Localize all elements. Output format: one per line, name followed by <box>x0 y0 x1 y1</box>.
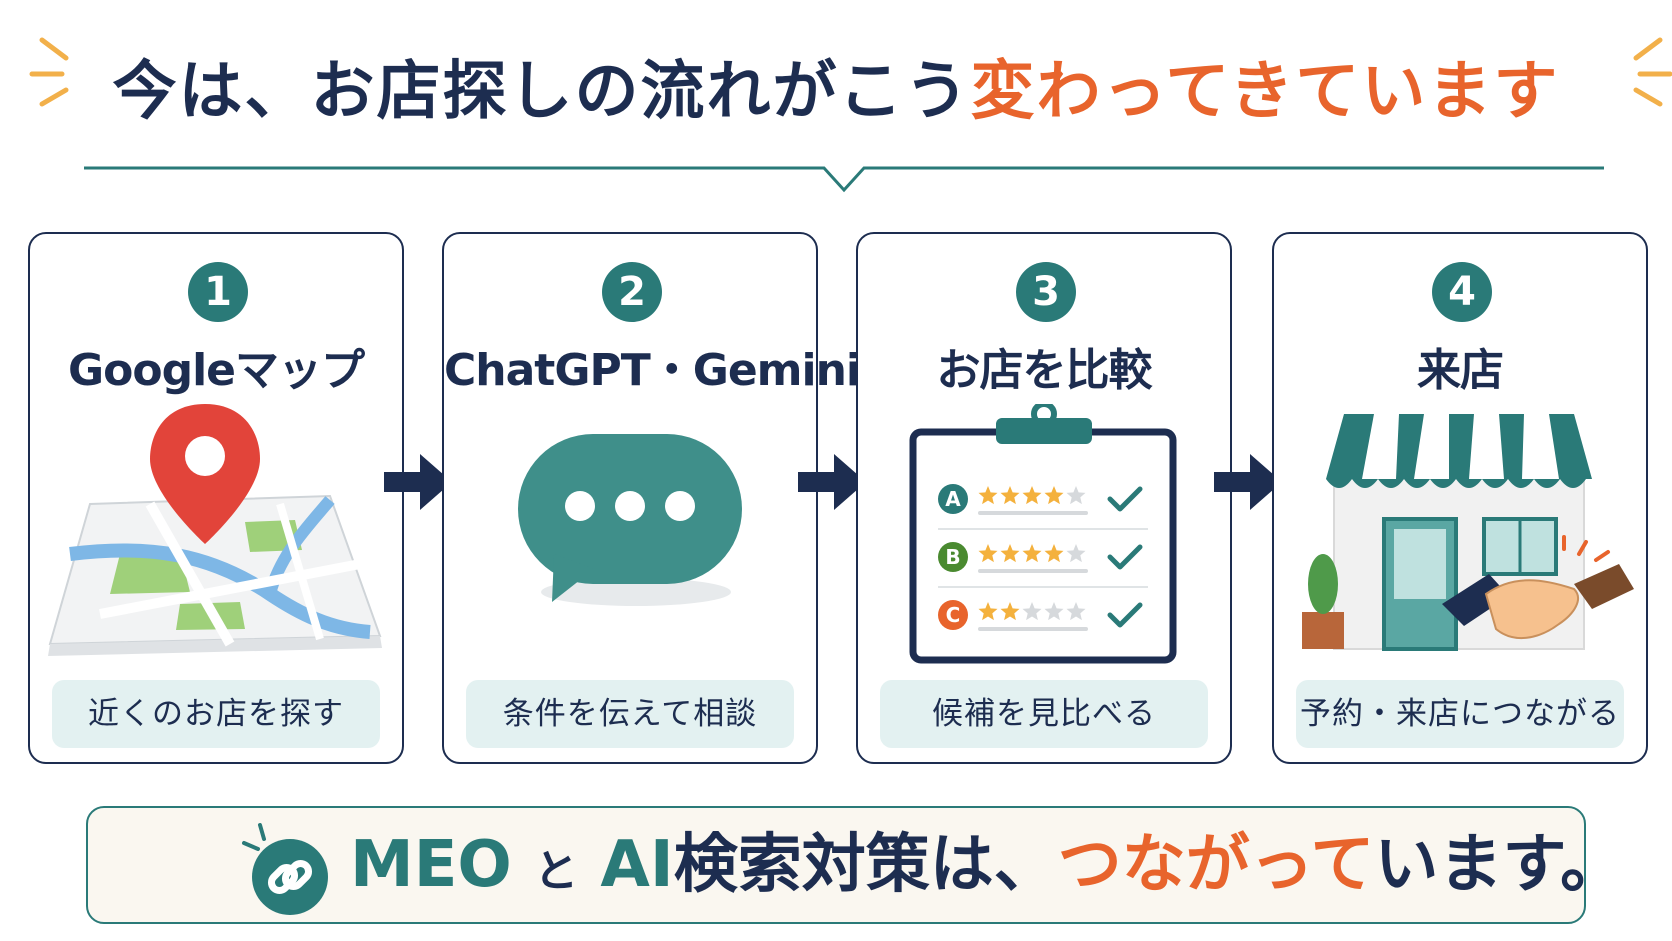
arrow-right-icon <box>384 454 452 510</box>
rating-star-icon <box>1066 602 1086 621</box>
step-card-3: 3 お店を比較 A B C 候補を見比べる <box>856 232 1232 764</box>
step-caption: 近くのお店を探す <box>52 680 380 748</box>
banner-accent: つながって <box>1057 828 1375 902</box>
rating-star-icon <box>1022 486 1042 505</box>
step-number-badge: 2 <box>602 262 662 322</box>
step-number-badge: 4 <box>1432 262 1492 322</box>
step-number-badge: 3 <box>1016 262 1076 322</box>
link-icon <box>242 823 328 915</box>
banner-end: います。 <box>1374 828 1625 902</box>
chat-bubble-icon <box>518 434 742 606</box>
rating-star-icon <box>1000 544 1020 563</box>
banner-meo: MEO <box>350 828 512 902</box>
banner-to: と <box>534 846 579 897</box>
rating-star-icon <box>978 486 998 505</box>
step-title: ChatGPT・Gemini <box>444 345 861 396</box>
step-caption: 候補を見比べる <box>880 680 1208 748</box>
step-card-2: 2 ChatGPT・Gemini 条件を伝えて相談 <box>442 232 861 764</box>
step-title: 来店 <box>1417 345 1504 396</box>
rating-star-icon <box>1066 544 1086 563</box>
rating-star-icon <box>1022 544 1042 563</box>
rating-star-icon <box>1066 486 1086 505</box>
step-card-1: 1 Googleマップ 近くのお店を探す <box>28 232 404 764</box>
step-title: Googleマップ <box>68 345 365 396</box>
step-number-badge: 1 <box>188 262 248 322</box>
clipboard-compare-icon: A B C <box>909 404 1177 664</box>
check-icon <box>1107 602 1143 628</box>
arrow-right-icon <box>1214 454 1282 510</box>
rating-star-icon <box>1044 486 1064 505</box>
rating-star-icon <box>978 602 998 621</box>
banner-middle: 検索対策は、 <box>673 828 1058 902</box>
map-pin-icon <box>48 404 382 656</box>
check-icon <box>1107 486 1143 512</box>
banner-message: MEO と AI検索対策は、つながっています。 <box>350 812 1624 918</box>
arrow-right-icon <box>798 454 866 510</box>
sparkle-left-icon <box>29 37 69 107</box>
compare-label: B <box>945 545 960 569</box>
compare-label: C <box>946 603 961 627</box>
step-card-4: 4 来店 予約・来店につながる <box>1272 232 1648 764</box>
rating-star-icon <box>1000 602 1020 621</box>
rating-star-icon <box>978 544 998 563</box>
bottom-banner <box>86 806 1586 924</box>
compare-label: A <box>945 487 961 511</box>
step-title: お店を比較 <box>936 345 1153 396</box>
title-divider <box>84 166 1604 193</box>
storefront-icon <box>1302 414 1634 651</box>
compare-badge <box>938 484 968 514</box>
step-caption: 予約・来店につながる <box>1296 680 1624 748</box>
rating-star-icon <box>1000 486 1020 505</box>
title-accent: 変わってきています <box>970 55 1560 129</box>
page-title: 今は、お店探しの流れがこう変わってきています <box>0 40 1672 132</box>
sparkle-right-icon <box>1633 37 1672 107</box>
check-icon <box>1107 544 1143 570</box>
title-main: 今は、お店探しの流れがこう <box>112 55 971 129</box>
rating-star-icon <box>1044 602 1064 621</box>
banner-ai: AI <box>600 828 674 902</box>
compare-badge <box>938 542 968 572</box>
rating-star-icon <box>1022 602 1042 621</box>
rating-star-icon <box>1044 544 1064 563</box>
step-caption: 条件を伝えて相談 <box>466 680 794 748</box>
compare-badge <box>938 600 968 630</box>
